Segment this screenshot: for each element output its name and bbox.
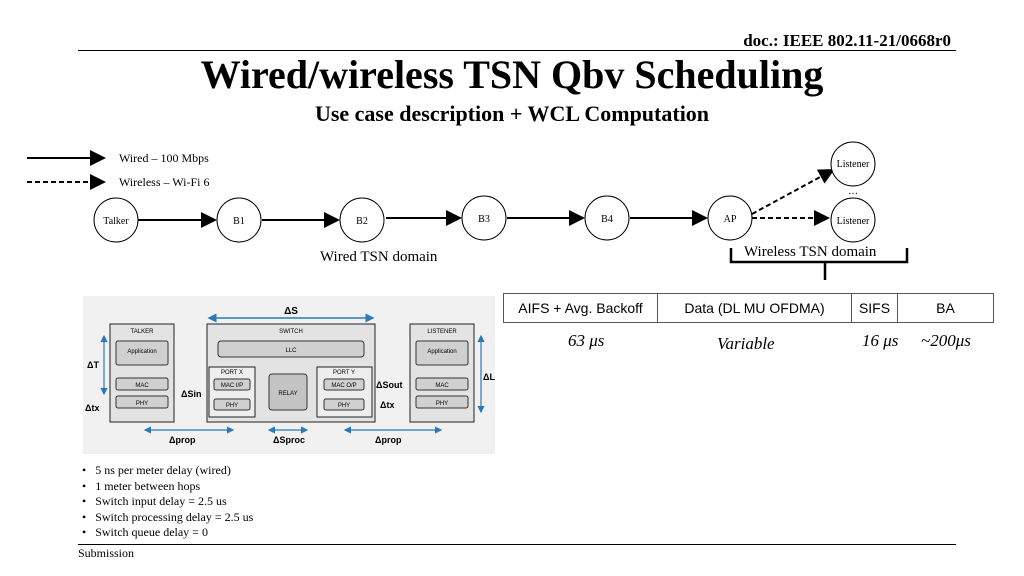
node-listener-bottom	[830, 197, 876, 243]
delta-t-label: ΔT	[87, 360, 99, 370]
cell-sifs: SIFS	[851, 293, 898, 323]
delta-prop-right-label: Δprop	[375, 435, 402, 445]
list-item: Switch queue delay = 0	[82, 525, 253, 541]
delay-diagram: ΔS TALKER Application MAC PHY SWITCH LLC…	[83, 296, 495, 454]
wired-legend-label: Wired – 100 Mbps	[119, 151, 209, 165]
list-item: 1 meter between hops	[82, 479, 253, 495]
cell-data: Data (DL MU OFDMA)	[657, 293, 852, 323]
wireless-legend-label: Wireless – Wi-Fi 6	[119, 175, 209, 189]
switch-block-label: SWITCH	[279, 329, 303, 335]
port-y-mac: MAC O/P	[331, 383, 356, 389]
header-divider	[78, 50, 956, 51]
node-listener-top-label: Listener	[837, 159, 870, 170]
talker-block-label: TALKER	[131, 329, 155, 335]
network-topology: Wired – 100 Mbps Wireless – Wi-Fi 6 Talk…	[27, 141, 909, 280]
list-item: 5 ns per meter delay (wired)	[82, 463, 253, 479]
delta-l-label: ΔL	[483, 372, 495, 382]
node-ap-label: AP	[724, 214, 737, 225]
talker-mac: MAC	[135, 383, 149, 389]
port-x-phy: PHY	[226, 403, 238, 409]
aifs-duration: 63 μs	[568, 331, 605, 350]
node-listener-top	[830, 141, 876, 187]
port-x-mac: MAC I/P	[221, 383, 243, 389]
wireless-domain-bracket	[729, 248, 909, 280]
relay-label: RELAY	[278, 391, 297, 397]
data-duration: Variable	[717, 334, 775, 353]
sifs-duration: 16 μs	[862, 331, 899, 350]
node-talker	[93, 197, 139, 243]
delta-prop-left-label: Δprop	[169, 435, 196, 445]
delta-s-out-label: ΔSout	[376, 380, 402, 390]
node-b1-label: B1	[233, 216, 245, 227]
node-talker-label: Talker	[103, 216, 129, 227]
talker-application: Application	[127, 349, 156, 355]
delta-s-label: ΔS	[284, 306, 298, 317]
node-ap	[707, 195, 753, 241]
wireless-domain-label: Wireless TSN domain	[744, 244, 877, 260]
link-ap-listener-top	[751, 169, 835, 215]
cell-aifs: AIFS + Avg. Backoff	[503, 293, 658, 323]
node-b4	[584, 195, 630, 241]
timing-table: AIFS + Avg. Backoff Data (DL MU OFDMA) S…	[503, 293, 994, 323]
node-listener-bottom-label: Listener	[837, 216, 870, 227]
node-b2	[339, 197, 385, 243]
node-b1	[216, 197, 262, 243]
delta-s-proc-label: ΔSproc	[273, 435, 305, 445]
node-b2-label: B2	[356, 216, 368, 227]
delay-diagram-svg: ΔS TALKER Application MAC PHY SWITCH LLC…	[85, 306, 495, 445]
listener-mac: MAC	[435, 383, 449, 389]
ba-duration: ~200μs	[921, 331, 971, 350]
delta-s-in-label: ΔSin	[181, 389, 201, 399]
talker-phy: PHY	[136, 401, 148, 407]
slide-title: Wired/wireless TSN Qbv Scheduling	[200, 52, 824, 97]
assumptions-list: 5 ns per meter delay (wired) 1 meter bet…	[82, 463, 253, 541]
listener-block-label: LISTENER	[427, 329, 457, 335]
port-x-label: PORT X	[221, 370, 243, 376]
footer-divider	[78, 544, 956, 545]
port-y-phy: PHY	[338, 403, 350, 409]
listener-phy: PHY	[436, 401, 448, 407]
cell-ba: BA	[897, 293, 994, 323]
node-b3-label: B3	[478, 214, 490, 225]
node-b4-label: B4	[601, 214, 613, 225]
switch-llc: LLC	[285, 348, 297, 354]
delta-tx-right-label: Δtx	[380, 400, 394, 410]
wired-domain-label: Wired TSN domain	[320, 249, 438, 265]
node-b3	[461, 195, 507, 241]
list-item: Switch processing delay = 2.5 us	[82, 510, 253, 526]
delta-tx-left-label: Δtx	[85, 403, 99, 413]
document-id: doc.: IEEE 802.11-21/0668r0	[743, 31, 951, 50]
slide-subtitle: Use case description + WCL Computation	[314, 101, 710, 126]
listener-application: Application	[427, 349, 456, 355]
port-y-label: PORT Y	[333, 370, 355, 376]
listener-ellipsis: …	[848, 186, 858, 197]
list-item: Switch input delay = 2.5 us	[82, 494, 253, 510]
footer-submission: Submission	[78, 546, 135, 560]
